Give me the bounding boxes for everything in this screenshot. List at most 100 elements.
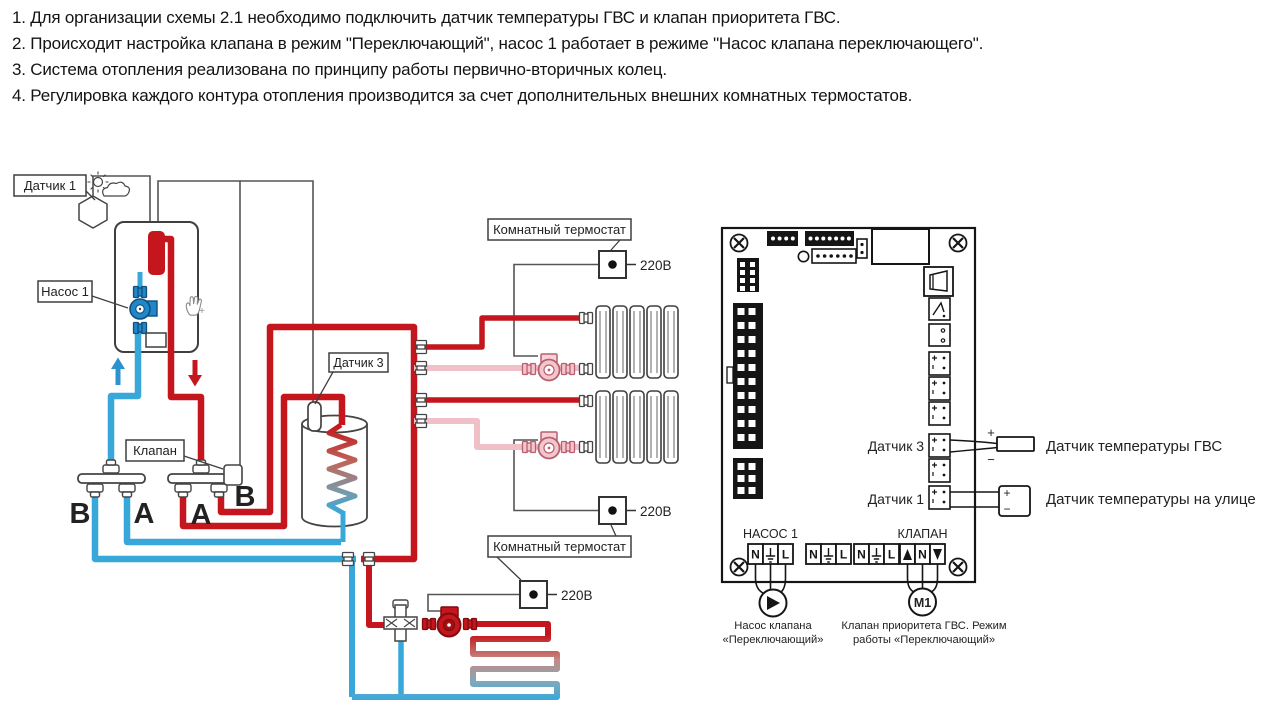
radiator-section-line: [650, 311, 658, 373]
connector-pin: [814, 236, 819, 241]
sensor1-label-box: [13, 174, 87, 197]
port-letter-a-red: A: [191, 499, 212, 531]
pin-dot: [942, 473, 946, 477]
radiator-section: [646, 390, 662, 464]
connector-pin: [748, 364, 756, 371]
valve-icon: [210, 483, 228, 498]
connector-pin: [816, 254, 820, 258]
connector-pin: [840, 236, 845, 241]
sensor-terminal-block: [928, 376, 951, 401]
manifold-left: [77, 473, 146, 484]
union-fitting-icon: [578, 394, 594, 408]
branch-radiator1-supply: [414, 315, 585, 350]
valve-label: Клапан: [133, 443, 177, 458]
hand-cursor-icon: [185, 295, 205, 316]
connector-pin: [827, 236, 832, 241]
connector-pin: [737, 378, 745, 385]
pin-dot: [942, 448, 946, 452]
pump1-leader: [91, 295, 129, 309]
radiator-section: [663, 305, 679, 379]
two-pin-connector: [928, 323, 951, 347]
plus-pin-mark: [932, 380, 937, 386]
flag-mark: [932, 301, 945, 316]
relay-connector: [923, 266, 954, 297]
union-fitting-icon: [578, 362, 594, 376]
connector-pin: [808, 236, 813, 241]
radiator-section-line: [667, 396, 675, 458]
flow-arrow-up: [111, 357, 125, 385]
connector-pin: [748, 406, 756, 413]
tank-outline: [301, 424, 368, 528]
sensor-terminal-blocks: [928, 351, 951, 510]
connector-pin: [771, 236, 775, 241]
valve-icon: [86, 483, 104, 498]
plus-pin-mark: [932, 355, 937, 361]
thermostat-label: Комнатный термостат: [493, 539, 626, 554]
radiator-section: [595, 390, 611, 464]
terminal-letter: L: [840, 548, 847, 562]
terminal-letter: N: [751, 548, 760, 562]
outdoor-sensor-icon: [78, 195, 108, 229]
valve-icon: [174, 483, 192, 498]
tee-fitting-icon: [414, 413, 428, 429]
sun-icon: [92, 176, 104, 188]
instruction-item-4: 4. Регулировка каждого контура отопления…: [12, 86, 913, 105]
boiler-pump: [129, 285, 158, 335]
radiator-1: [595, 305, 679, 379]
pin-dot: [942, 314, 946, 318]
connector-pin: [750, 270, 755, 275]
valve-icon: [102, 459, 120, 474]
port-letter-a-blue: A: [134, 498, 155, 530]
pin-dot: [940, 328, 946, 333]
radiators: [595, 305, 679, 464]
motor-label: М1: [914, 596, 931, 610]
pump1-label: Насос 1: [41, 284, 89, 299]
pump-terminal-header: НАСОС 1: [743, 527, 798, 541]
connector-pin: [829, 254, 833, 258]
plus-pin-mark: [932, 462, 937, 468]
external-sensors: + − Датчик температуры ГВС + − Датчик те…: [949, 425, 1256, 517]
valve-actuator-wire: [157, 180, 241, 466]
port-letter-b-blue: B: [70, 498, 91, 530]
union-fitting-icon: [521, 362, 537, 376]
connector-pin: [737, 475, 745, 482]
connector-pin: [748, 487, 756, 494]
pin-dot: [942, 500, 946, 504]
plus-mark: +: [1003, 486, 1010, 500]
connector-pin: [748, 308, 756, 315]
radiator-section-line: [633, 396, 641, 458]
thermostat-dot: [608, 506, 617, 515]
pipe-floor-supply-red: [366, 561, 387, 628]
pin-dot: [942, 463, 946, 467]
ground-icon: [823, 548, 834, 563]
leader: [610, 239, 621, 251]
valve-motor-symbol: М1: [906, 564, 939, 617]
tee-fitting-icon: [414, 360, 428, 376]
sensor-terminal-block: [928, 401, 951, 426]
screw-icon: [729, 557, 749, 577]
connector-pin: [748, 336, 756, 343]
connector-pin: [748, 350, 756, 357]
connector-pin: [849, 254, 853, 258]
terminal-letter: N: [918, 548, 927, 562]
pin-dot: [942, 438, 946, 442]
thermostat1: Комнатный термостат 220В: [487, 218, 672, 279]
thermostat-dot: [608, 260, 617, 269]
connector-pin: [748, 392, 756, 399]
valve-icon: [118, 483, 136, 498]
sensor-terminal-block: [928, 458, 951, 483]
connector-pin: [740, 286, 745, 291]
screw-icon: [729, 233, 749, 253]
motor-wires: [906, 564, 939, 593]
ground-icon: [871, 548, 882, 563]
connector-pin: [860, 242, 864, 247]
connector-pin: [737, 487, 745, 494]
pipe-unions: [421, 311, 594, 631]
gvs-sensor-wires: [949, 439, 998, 453]
pipe-a-return-blue: [123, 481, 341, 546]
street-sensor-label: Датчик температуры на улице: [1046, 491, 1256, 508]
minus-mark: −: [987, 452, 995, 467]
voltage-label: 220В: [640, 258, 672, 273]
sensor3-label: Датчик 3: [333, 356, 383, 370]
leader: [496, 556, 522, 581]
